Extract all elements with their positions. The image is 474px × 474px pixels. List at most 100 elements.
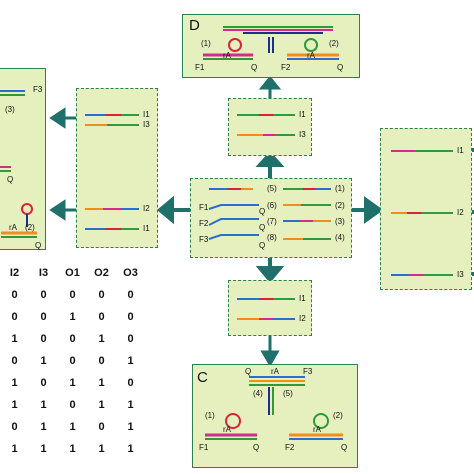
arrow-up-to-d <box>258 75 282 98</box>
truth-table-cell: 1 <box>98 443 105 455</box>
center-f-label: F3 <box>199 235 209 244</box>
panel-d-label: (2) <box>329 39 339 48</box>
truth-table-header-row: I2 I3 O1 O2 O3 <box>0 262 145 284</box>
panel-left-label: (3) <box>5 105 15 114</box>
center-right-label: (3) <box>335 217 345 226</box>
input-label: I2 <box>299 314 306 323</box>
panel-d-label: Q <box>337 63 344 72</box>
center-q-label: Q <box>259 241 266 250</box>
panel-left-label: Q <box>35 241 42 250</box>
panel-d-label: rA <box>307 51 315 60</box>
truth-table-cell: 1 <box>127 443 134 455</box>
arrow-left-top <box>49 107 76 129</box>
truth-table-row: 1 1 0 1 1 <box>0 394 145 416</box>
center-f-label: F2 <box>199 219 209 228</box>
input-box-top: I1 I3 <box>228 98 312 156</box>
panel-left-label: rA <box>9 223 17 232</box>
input-box-right: I1 I2 I3 <box>380 128 472 290</box>
center-right-label: (4) <box>335 233 345 242</box>
panel-c-label: Q <box>341 443 348 452</box>
truth-table-cell: 1 <box>40 355 47 367</box>
truth-table-cell: 0 <box>11 311 18 323</box>
center-left-label: (7) <box>267 217 277 226</box>
input-strands-top <box>237 114 295 136</box>
input-label: I3 <box>457 270 464 279</box>
truth-table-header: O1 <box>65 267 80 279</box>
truth-table-cell: 0 <box>40 333 47 345</box>
truth-table-cell: 1 <box>127 421 134 433</box>
panel-c-label: rA <box>223 425 231 434</box>
input-label: I1 <box>299 294 306 303</box>
input-label: I1 <box>299 110 306 119</box>
truth-table-header: I3 <box>38 267 49 279</box>
truth-table-cell: 0 <box>40 377 47 389</box>
panel-c-label: Q <box>245 367 252 376</box>
input-label: I3 <box>299 130 306 139</box>
panel-left-label: (2) <box>25 223 35 232</box>
truth-table-cell: 0 <box>98 311 105 323</box>
arrow-left-bottom <box>49 199 76 221</box>
truth-table-cell: 0 <box>69 333 76 345</box>
panel-c-label: rA <box>313 425 321 434</box>
input-box-bottom: I1 I2 <box>228 280 312 336</box>
center-left-label: (5) <box>267 184 277 193</box>
truth-table-cell: 1 <box>127 399 134 411</box>
arrow-left-center <box>156 195 190 225</box>
panel-c-structure <box>205 376 343 440</box>
center-left-label: (6) <box>267 201 277 210</box>
panel-c-label: Q <box>253 443 260 452</box>
panel-d: D (1) (2) F1 F2 Q Q rA rA <box>182 14 360 78</box>
panel-left-structure <box>0 90 37 238</box>
truth-table-cell: 1 <box>127 355 134 367</box>
truth-table-cell: 0 <box>98 355 105 367</box>
truth-table-cell: 0 <box>11 355 18 367</box>
input-label: I1 <box>457 146 464 155</box>
truth-table-cell: 1 <box>40 399 47 411</box>
center-box: (5) (6) (7) (8) (1) (2) (3) (4) F1 F2 F3… <box>190 178 352 258</box>
panel-c-label: (5) <box>283 389 293 398</box>
truth-table-cell: 1 <box>98 333 105 345</box>
panel-c-label: F1 <box>199 443 209 452</box>
panel-d-structure <box>203 26 339 60</box>
truth-table-cell: 1 <box>11 399 18 411</box>
input-strands-right <box>391 150 453 276</box>
panel-d-label: F2 <box>281 63 291 72</box>
panel-d-label: F1 <box>195 63 205 72</box>
truth-table-header: O2 <box>94 267 109 279</box>
panel-c-letter: C <box>197 369 208 386</box>
center-q-label: Q <box>259 207 266 216</box>
truth-table-cell: 1 <box>69 311 76 323</box>
truth-table-cell: 1 <box>98 399 105 411</box>
input-label: I1 <box>143 224 150 233</box>
truth-table-cell: 0 <box>98 289 105 301</box>
truth-table-cell: 0 <box>69 355 76 367</box>
panel-left-label: Q <box>7 175 14 184</box>
center-right-label: (1) <box>335 184 345 193</box>
truth-table-header: O3 <box>123 267 138 279</box>
panel-c-label: F3 <box>303 367 313 376</box>
truth-table-cell: 0 <box>69 399 76 411</box>
panel-c-label: (4) <box>253 389 263 398</box>
truth-table-cell: 0 <box>127 377 134 389</box>
arrow-down-center <box>255 258 285 284</box>
truth-table-row: 0 1 0 0 1 <box>0 350 145 372</box>
truth-table-cell: 0 <box>127 311 134 323</box>
truth-table-cell: 1 <box>40 421 47 433</box>
truth-table-cell: 0 <box>127 333 134 345</box>
truth-table-cell: 0 <box>40 289 47 301</box>
input-label: I3 <box>143 120 150 129</box>
input-label: I2 <box>143 204 150 213</box>
truth-table-cell: 0 <box>127 289 134 301</box>
truth-table-cell: 1 <box>11 443 18 455</box>
truth-table-cell: 0 <box>98 421 105 433</box>
arrow-right-center <box>352 196 384 224</box>
panel-d-label: (1) <box>201 39 211 48</box>
truth-table-cell: 1 <box>11 377 18 389</box>
